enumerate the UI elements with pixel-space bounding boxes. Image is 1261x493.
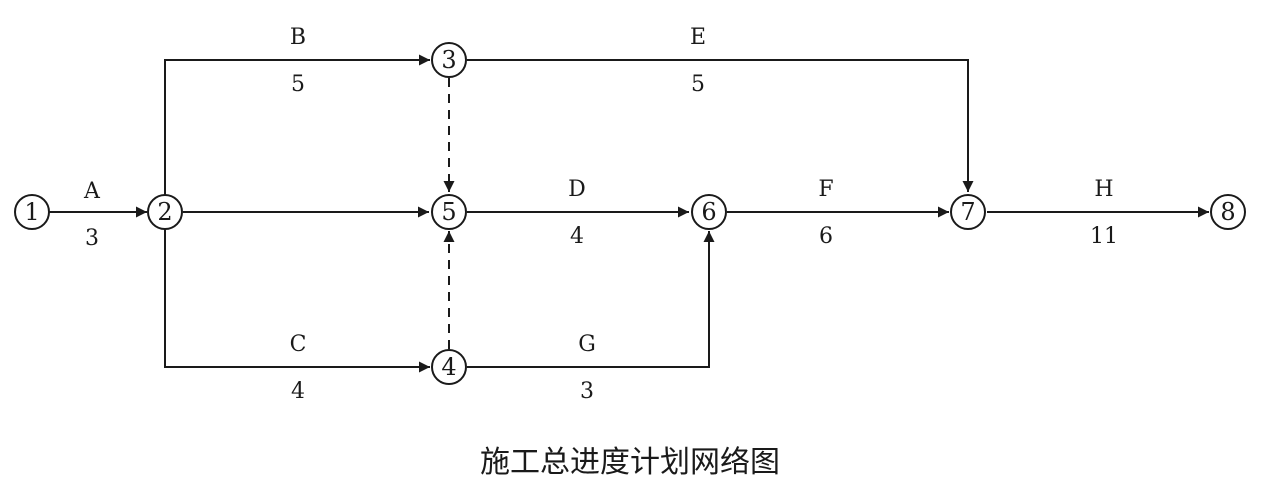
- activity-duration-e: 5: [691, 72, 705, 97]
- node-8: 8: [1210, 194, 1246, 230]
- activity-label-c: C: [290, 332, 307, 357]
- node-2-label: 2: [157, 198, 172, 226]
- node-3-label: 3: [441, 46, 456, 74]
- activity-duration-c: 4: [291, 379, 305, 404]
- activity-label-g: G: [578, 332, 596, 357]
- activity-label-a: A: [83, 179, 101, 204]
- node-4: 4: [431, 349, 467, 385]
- activity-duration-d: 4: [570, 224, 584, 249]
- node-8-label: 8: [1220, 198, 1235, 226]
- diagram-title: 施工总进度计划网络图: [480, 445, 780, 480]
- node-3: 3: [431, 42, 467, 78]
- node-7: 7: [950, 194, 986, 230]
- node-6-label: 6: [701, 198, 716, 226]
- activity-label-d: D: [568, 177, 586, 202]
- node-1: 1: [14, 194, 50, 230]
- activity-duration-g: 3: [580, 379, 594, 404]
- activity-duration-b: 5: [291, 72, 305, 97]
- node-5: 5: [431, 194, 467, 230]
- activity-label-h: H: [1094, 177, 1113, 202]
- activity-duration-f: 6: [819, 224, 833, 249]
- node-7-label: 7: [960, 198, 975, 226]
- node-5-label: 5: [441, 198, 456, 226]
- activity-duration-h: 11: [1090, 224, 1118, 249]
- activity-label-e: E: [690, 25, 706, 50]
- arrow-2-3: [164, 54, 430, 195]
- activity-label-f: F: [818, 177, 833, 202]
- arrow-2-4: [164, 229, 430, 373]
- node-6: 6: [691, 194, 727, 230]
- arrow-3-7: [467, 59, 974, 192]
- activity-duration-a: 3: [85, 226, 99, 251]
- node-4-label: 4: [441, 353, 456, 381]
- node-1-label: 1: [24, 198, 39, 226]
- arrow-4-6: [467, 231, 715, 368]
- activity-label-b: B: [290, 25, 306, 50]
- node-2: 2: [147, 194, 183, 230]
